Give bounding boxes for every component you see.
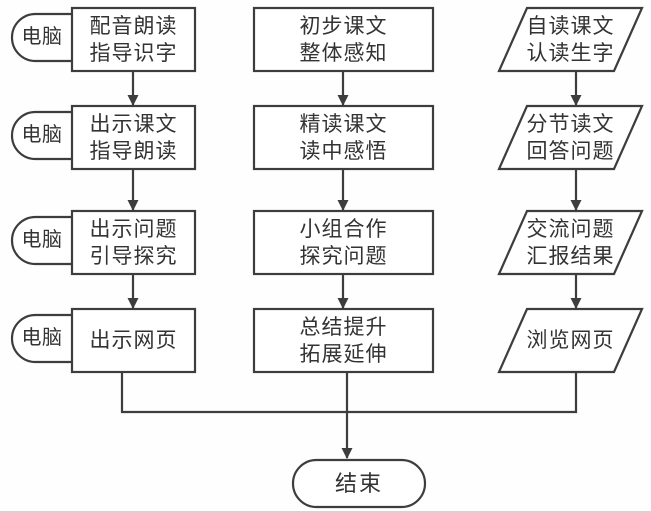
step-label-right-2: 分节读文回答问题	[526, 111, 615, 163]
step-label-left-2: 出示课文指导朗读	[89, 111, 178, 163]
step-label-middle-3: 小组合作探究问题	[299, 216, 388, 268]
computer-tab-label: 电脑	[21, 124, 63, 146]
step-label-middle-1: 初步课文整体感知	[299, 13, 388, 65]
computer-tab-label: 电脑	[21, 26, 63, 48]
end-label: 结束	[334, 471, 383, 496]
computer-tab-label: 电脑	[21, 229, 63, 251]
process-box	[70, 209, 197, 276]
step-label-left-1: 配音朗读指导识字	[89, 13, 178, 65]
computer-terminal-shape	[10, 110, 86, 161]
io-parallelogram	[497, 104, 644, 171]
step-label-right-4: 浏览网页	[526, 328, 615, 352]
step-label-middle-4: 总结提升拓展延伸	[299, 314, 388, 366]
computer-tab-label: 电脑	[21, 327, 63, 349]
process-box	[70, 104, 197, 171]
computer-terminal-shape	[10, 313, 86, 364]
io-parallelogram	[497, 6, 644, 73]
step-label-right-3: 交流问题汇报结果	[526, 216, 615, 268]
process-box	[252, 6, 435, 73]
io-parallelogram	[497, 209, 644, 276]
io-parallelogram	[497, 307, 644, 374]
bottom-edge-line	[0, 511, 651, 513]
step-label-middle-2: 精读课文读中感悟	[299, 111, 388, 163]
computer-terminal-shape	[10, 215, 86, 266]
merge-connector	[120, 372, 578, 414]
step-label-right-1: 自读课文认读生字	[526, 13, 615, 65]
process-box	[252, 307, 435, 374]
step-label-left-3: 出示问题引导探究	[89, 216, 178, 268]
computer-terminal-shape	[10, 12, 86, 63]
end-terminator	[291, 458, 427, 509]
process-box	[70, 307, 197, 374]
step-label-left-4: 出示网页	[89, 328, 178, 352]
process-box	[70, 6, 197, 73]
